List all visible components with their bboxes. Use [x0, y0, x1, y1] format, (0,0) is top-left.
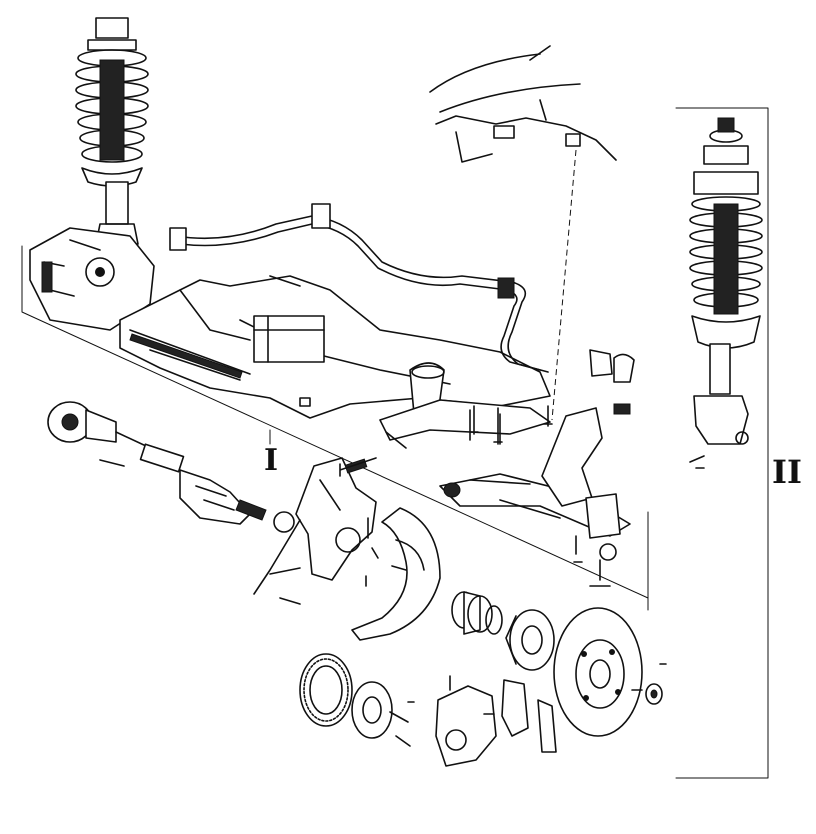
mounting-bolts — [269, 275, 583, 587]
brake-caliper — [435, 675, 557, 767]
group-one-label: I — [264, 443, 279, 478]
drive-shaft — [47, 401, 295, 533]
wheel-hub — [505, 609, 555, 671]
stabilizer-bar — [169, 203, 549, 373]
body-section — [429, 45, 617, 163]
abs-sensor-ring — [299, 653, 353, 727]
brake-disc — [553, 607, 667, 737]
steering-gear-housing — [29, 227, 155, 331]
right-strut-assembly — [689, 117, 763, 469]
front-subframe — [119, 275, 551, 449]
left-strut-assembly — [75, 17, 149, 245]
wheel-bearing-set — [451, 591, 503, 635]
steering-knuckle — [253, 457, 377, 605]
leader-line-mount — [551, 149, 577, 421]
group-two-label: II — [772, 453, 802, 491]
wheel-flange — [351, 681, 415, 747]
group-one-bracket — [21, 245, 649, 611]
lower-control-arm — [439, 349, 635, 587]
group-two-bracket — [675, 107, 769, 779]
brake-splash-shield — [351, 507, 441, 641]
